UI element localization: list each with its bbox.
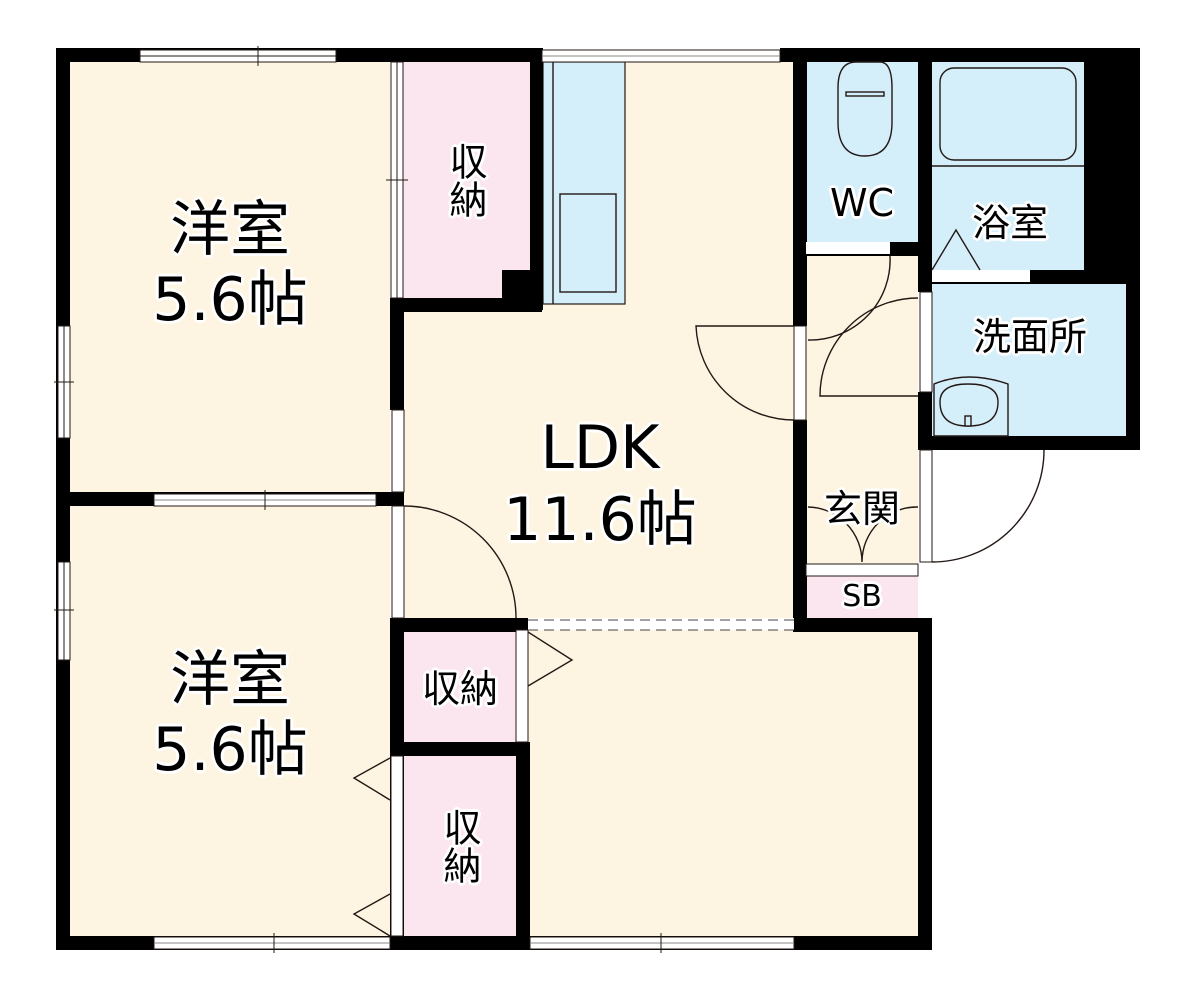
western-room-1-floor <box>68 62 390 494</box>
fixtures <box>552 61 1084 437</box>
storage-top-floor <box>403 62 531 298</box>
hall-floor <box>806 256 918 566</box>
storage-mid-floor <box>403 630 516 744</box>
western-room-1-label: 洋室 5.6帖 <box>130 200 330 330</box>
washroom-label: 洗面所 <box>972 315 1087 359</box>
western-room-2-label: 洋室 5.6帖 <box>130 650 330 780</box>
ldk-label: LDK 11.6帖 <box>490 418 710 550</box>
wc-label: WC <box>829 181 895 225</box>
western-room-2-name: 洋室 <box>170 645 290 715</box>
ldk-name: LDK <box>540 413 660 483</box>
windows <box>54 46 795 953</box>
entrance-label: 玄関 <box>823 487 900 531</box>
western-room-2-size: 5.6帖 <box>152 715 308 785</box>
western-room-1-size: 5.6帖 <box>152 265 308 335</box>
storage-bottom-floor <box>403 756 516 938</box>
shoe-box-floor <box>806 576 918 618</box>
ldk-lower-floor <box>528 630 918 938</box>
bathroom-label: 浴室 <box>971 201 1048 245</box>
western-room-1-name: 洋室 <box>170 195 290 265</box>
floors <box>68 61 1128 938</box>
storage-bottom-label: 収納 <box>437 808 481 884</box>
door-swings <box>352 228 1045 937</box>
western-room-2-floor <box>68 506 390 938</box>
shoe-box-label: SB <box>842 579 882 614</box>
sink-basin <box>559 193 617 293</box>
bathtub-icon <box>939 67 1077 161</box>
openings <box>386 61 1030 937</box>
ldk-size: 11.6帖 <box>503 485 697 555</box>
storage-mid-label: 収納 <box>421 667 498 711</box>
storage-top-label: 収納 <box>443 142 487 218</box>
toilet-icon <box>837 61 893 157</box>
